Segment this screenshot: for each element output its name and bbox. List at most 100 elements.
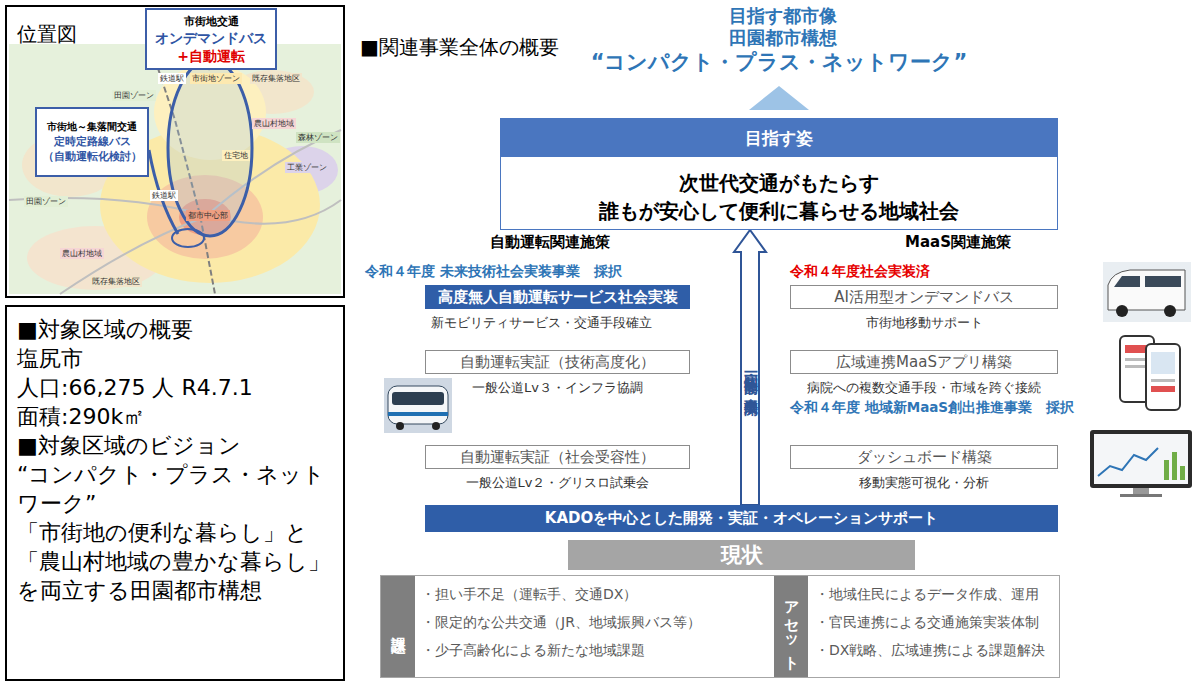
- overview-text: 「市街地の便利な暮らし」と「農山村地域の豊かな暮らし」を両立する田園都市構想: [17, 518, 333, 605]
- project-caption: 一般公道Lv３・インフラ協調: [426, 379, 689, 397]
- note-label: “コンパクト・プラス・ネットワーク”: [579, 48, 979, 76]
- chart-bar: [1172, 452, 1177, 480]
- map-label: 鉄道駅: [150, 190, 178, 201]
- van-body: [1108, 270, 1185, 310]
- callout-text: 市街地～集落間交通: [47, 120, 137, 134]
- callout-text: オンデマンドバス: [155, 29, 267, 47]
- bus-wheel: [396, 422, 404, 430]
- bus-wheel: [432, 422, 440, 430]
- support-bar: KADOを中心とした開発・実証・オペレーションサポート: [425, 505, 1058, 532]
- overview-text: “コンパクト・プラス・ネットワーク”: [17, 460, 333, 518]
- phone-screen-item: [1151, 386, 1175, 392]
- monitor-frame: [1090, 430, 1192, 488]
- edge-label: 同一体制・一体的な事業展開: [740, 260, 760, 495]
- bullet-item: ・担い手不足（運転手、交通DX）: [421, 586, 637, 604]
- note-label: 令和４年度社会実装済: [790, 263, 930, 281]
- status-text: 現状: [721, 541, 763, 569]
- project-box: ダッシュボード構築移動実態可視化・分析: [790, 445, 1058, 469]
- project-title: ダッシュボード構築: [857, 448, 992, 467]
- monitor-stand: [1120, 494, 1162, 497]
- map-label: 農山村地域: [60, 248, 104, 259]
- project-box-filled: 高度無人自動運転サービス社会実装新モビリティサービス・交通手段確立: [425, 285, 690, 309]
- overview-text: 面積:290k㎡: [17, 402, 333, 431]
- map-panel: 位置図市街地交通オンデマンドバス+自動運転市街地～集落間交通定時定路線バス （自…: [5, 5, 345, 298]
- phone-screen-item: [1151, 352, 1175, 374]
- project-title: 高度無人自動運転サービス社会実装: [438, 288, 678, 307]
- project-box: 自動運転実証（技術高度化）一般公道Lv３・インフラ協調: [425, 350, 690, 374]
- map-label: 市街地ゾーン: [190, 73, 242, 84]
- overview-box: ■対象区域の概要塩尻市人口:66,275 人 R4.7.1面積:290k㎡■対象…: [5, 305, 345, 681]
- van-wheel: [1164, 305, 1176, 317]
- goal-box: 目指す姿次世代交通がもたらす 誰もが安心して便利に暮らせる地域社会: [500, 118, 1058, 230]
- note-label: 自動運転関連施策: [490, 233, 610, 252]
- category-text: 課題: [389, 625, 408, 629]
- map-label: 工業ゾーン: [285, 162, 329, 173]
- phone-image: [1120, 336, 1180, 410]
- callout-text: 定時定路線バス （自動運転化検討）: [39, 134, 145, 164]
- project-caption: 移動実態可視化・分析: [791, 474, 1057, 492]
- van-window: [1145, 276, 1181, 287]
- bus-photo: [384, 378, 452, 433]
- callout-text: +自動運転: [177, 47, 245, 65]
- route-leader: [149, 150, 178, 234]
- note-label: 令和４年度 地域新MaaS創出推進事業 採択: [790, 399, 1074, 417]
- map-label: 田園ゾーン: [112, 90, 156, 101]
- callout-box: 市街地～集落間交通定時定路線バス （自動運転化検討）: [35, 107, 149, 177]
- monitor-screen: [1094, 434, 1188, 484]
- goal-statement: 次世代交通がもたらす 誰もが安心して便利に暮らせる地域社会: [501, 157, 1057, 225]
- bus-body: [388, 386, 448, 424]
- photo-background: [1103, 262, 1191, 322]
- dashboard-image: [1090, 430, 1192, 497]
- project-title: 自動運転実証（社会受容性）: [460, 448, 655, 467]
- bullet-item: ・少子高齢化による新たな地域課題: [421, 642, 645, 660]
- map-label: 田園ゾーン: [24, 196, 68, 207]
- chart-line: [1098, 448, 1158, 476]
- overview-text: 塩尻市: [17, 344, 333, 373]
- monitor-stand: [1133, 488, 1149, 494]
- map-label: 農山村地域: [252, 118, 296, 129]
- overview-text: ■対象区域のビジョン: [17, 431, 333, 460]
- chart-bar: [1164, 460, 1169, 480]
- route-oval: [168, 60, 252, 236]
- up-triangle: [749, 86, 809, 110]
- map-label: 住宅地: [222, 150, 250, 161]
- chart-bar: [1180, 466, 1185, 480]
- project-caption: 一般公道Lv２・グリスロ試乗会: [426, 474, 689, 492]
- bullet-item: ・官民連携による交通施策実装体制: [815, 614, 1039, 632]
- photo-background: [384, 378, 452, 433]
- callout-text: 市街地交通: [184, 14, 239, 29]
- map-label: 鉄道駅: [158, 73, 186, 84]
- note-label: MaaS関連施策: [905, 233, 1011, 252]
- bullet-item: ・限定的な公共交通（JR、地域振興バス等）: [421, 614, 701, 632]
- bullet-item: ・DX戦略、広域連携による課題解決: [815, 642, 1045, 660]
- page-heading: ■関連事業全体の概要: [360, 34, 559, 61]
- project-caption: 病院への複数交通手段・市域を跨ぐ接続: [791, 379, 1057, 397]
- support-text: KADOを中心とした開発・実証・オペレーションサポート: [545, 509, 938, 528]
- project-title: 広域連携MaaSアプリ構築: [836, 353, 1012, 372]
- block-arrow: [734, 230, 766, 505]
- map-label: 既存集落地区: [250, 73, 302, 84]
- overview-text: ■対象区域の概要: [17, 315, 333, 344]
- project-title: AI活用型オンデマンドバス: [834, 288, 1014, 307]
- map-label: 既存集落地区: [90, 276, 142, 287]
- map-label: 森林ゾーン: [296, 132, 340, 143]
- callout-box: 市街地交通オンデマンドバス+自動運転: [145, 8, 277, 70]
- project-box: 自動運転実証（社会受容性）一般公道Lv２・グリスロ試乗会: [425, 445, 690, 469]
- project-caption: 新モビリティサービス・交通手段確立: [426, 314, 689, 332]
- bus-window: [392, 392, 444, 405]
- category-tag: 課題: [381, 576, 415, 677]
- note-label: 令和４年度 未来技術社会実装事業 採択: [365, 263, 622, 281]
- map-label: 都市中心部: [186, 210, 230, 221]
- project-title: 自動運転実証（技術高度化）: [460, 353, 655, 372]
- status-box: ・担い手不足（運転手、交通DX） ・限定的な公共交通（JR、地域振興バス等） ・少子…: [380, 575, 1060, 678]
- van-wheel: [1116, 305, 1128, 317]
- overview-text: 人口:66,275 人 R4.7.1: [17, 373, 333, 402]
- category-text: アセット: [782, 591, 801, 663]
- project-caption: 市街地移動サポート: [791, 314, 1057, 332]
- note-label: 田園都市構想: [623, 26, 943, 50]
- map-ground: [9, 44, 341, 294]
- phone-screen-item: [1151, 379, 1175, 382]
- route-oval: [172, 229, 204, 247]
- phone-body: [1146, 344, 1180, 410]
